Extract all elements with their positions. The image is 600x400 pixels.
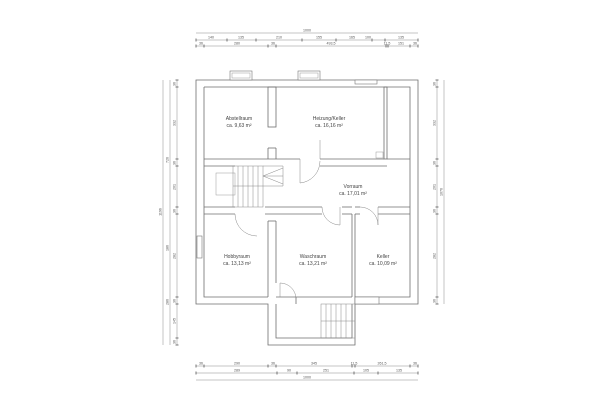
dim-top-r2-5: 11,5 [384, 42, 391, 46]
dim-right-3: 36 [433, 161, 437, 165]
dim-bot-1: 36 [199, 362, 203, 366]
right-dimensions: 36 332 36 201 36 282 36 1076 [433, 79, 445, 305]
dim-right-total: 1076 [440, 188, 444, 196]
window-heizung-right [354, 79, 378, 85]
room-area: ca. 9,63 m² [226, 123, 251, 129]
room-waschraum: Waschraum ca. 13,21 m² [299, 254, 327, 267]
room-area: ca. 13,21 m² [299, 261, 327, 267]
room-area: ca. 13,13 m² [223, 261, 251, 267]
doors [234, 140, 379, 300]
room-name: Vorraum [344, 184, 363, 190]
dim-top-1: 140 [208, 36, 214, 40]
dim-top-6: 100 [365, 36, 371, 40]
dim-bot-r2-4: 105 [363, 369, 369, 373]
dim-left-3: 36 [173, 161, 177, 165]
window-hobbyraum [196, 235, 203, 259]
dim-right-5: 36 [433, 209, 437, 213]
room-area: ca. 10,09 m² [369, 261, 397, 267]
dim-left-7: 36 [173, 299, 177, 303]
chimney [375, 151, 384, 159]
dim-left-6: 282 [173, 253, 177, 259]
room-name: Abstellraum [226, 116, 252, 122]
dim-top-3: 210 [276, 36, 282, 40]
door-waschraum [321, 206, 341, 226]
dim-bot-r2-3: 251 [323, 369, 329, 373]
room-name: Heizung/Keller [313, 116, 346, 122]
dim-right-7: 36 [433, 299, 437, 303]
dim-left-8: 145 [173, 318, 177, 324]
dim-left-9: 36 [173, 340, 177, 344]
dim-bot-7: 36 [413, 362, 417, 366]
window-heizung [297, 70, 321, 81]
door-keller [359, 206, 379, 226]
dim-right-1: 36 [433, 82, 437, 86]
dim-right-4: 201 [433, 184, 437, 190]
dim-top-total: 1000 [303, 29, 311, 33]
dim-top-r2-7: 36 [413, 42, 417, 46]
dim-bot-total: 1000 [303, 376, 311, 380]
room-area: ca. 16,16 m² [315, 123, 343, 129]
dim-bot-4: 345 [311, 362, 317, 366]
dim-top-r2-6: 151 [398, 42, 404, 46]
dim-left-r2-1: 726 [166, 157, 170, 163]
room-keller: Keller ca. 10,09 m² [369, 254, 397, 267]
dim-left-4: 201 [173, 184, 177, 190]
dim-left-1: 36 [173, 82, 177, 86]
stairs-interior [232, 165, 284, 208]
door-exit [279, 282, 297, 300]
dim-top-r2-2: 280 [234, 42, 240, 46]
dim-right-2: 332 [433, 120, 437, 126]
bottom-dimensions: 36 290 36 345 11,5 261,5 36 289 90 251 1… [195, 362, 419, 381]
room-name: Hobbyraum [224, 254, 250, 260]
room-name: Waschraum [300, 254, 327, 260]
walls [195, 79, 419, 346]
dim-left-total: 1196 [159, 208, 163, 216]
dim-top-5: 165 [349, 36, 355, 40]
dim-right-6: 282 [433, 253, 437, 259]
dim-left-2: 332 [173, 120, 177, 126]
dim-bot-3: 36 [271, 362, 275, 366]
room-name: Keller [377, 254, 390, 260]
window-abstellraum [229, 70, 253, 81]
dim-top-r2-4: 493,5 [327, 42, 336, 46]
dim-bot-5: 11,5 [351, 362, 358, 366]
room-heizung-keller: Heizung/Keller ca. 16,16 m² [313, 116, 346, 129]
dim-top-2: 135 [238, 36, 244, 40]
room-hobbyraum: Hobbyraum ca. 13,13 m² [223, 254, 251, 267]
top-dimensions: 1000 140 135 210 155 165 100 135 36 280 … [195, 29, 419, 48]
dim-left-r2-2: 186 [166, 245, 170, 251]
dim-left-5: 36 [173, 209, 177, 213]
left-dimensions: 1196 726 186 286 36 332 36 201 36 282 36… [159, 79, 179, 346]
door-hobbyraum [234, 213, 258, 237]
dim-bot-r2-5: 135 [396, 369, 402, 373]
windows [196, 70, 384, 305]
dim-bot-r2-1: 289 [234, 369, 240, 373]
dim-left-r2-3: 286 [166, 299, 170, 305]
dim-bot-2: 290 [234, 362, 240, 366]
dim-top-4: 155 [316, 36, 322, 40]
window-keller [354, 296, 380, 305]
dim-top-r2-1: 36 [199, 42, 203, 46]
dim-top-7: 135 [398, 36, 404, 40]
dim-top-r2-3: 36 [271, 42, 275, 46]
door-heizung [299, 159, 321, 184]
dim-bot-r2-2: 90 [287, 369, 291, 373]
room-abstellraum: Abstellraum ca. 9,63 m² [226, 116, 252, 129]
room-vorraum: Vorraum ca. 17,01 m² [339, 184, 367, 197]
room-area: ca. 17,01 m² [339, 191, 367, 197]
stairs-exterior [320, 303, 356, 339]
dim-bot-6: 261,5 [378, 362, 387, 366]
